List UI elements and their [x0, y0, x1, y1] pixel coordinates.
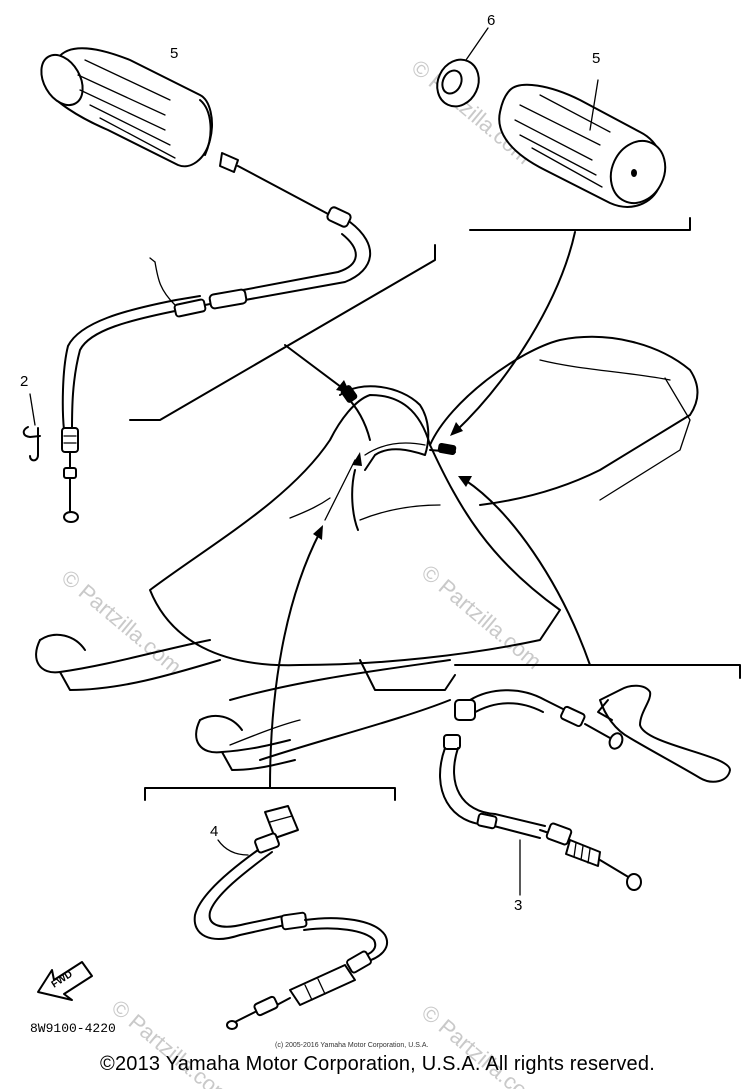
- callout-choke-cable: 4: [210, 823, 218, 840]
- watermark-left: © Partzilla.com: [57, 565, 187, 679]
- callout-cap: 6: [487, 12, 495, 29]
- right-grip-assembly: [436, 27, 667, 208]
- left-grip-assembly: [40, 47, 371, 523]
- callout-brake-cable: 3: [514, 897, 522, 914]
- leader-lines: [129, 217, 741, 801]
- small-copyright: (c) 2005-2016 Yamaha Motor Corporation, …: [275, 1042, 428, 1049]
- fwd-arrow: FWD: [37, 961, 93, 1001]
- snowmobile-outline: [35, 335, 699, 771]
- callout-numbers: 5 6 5 2 4 3: [20, 12, 600, 914]
- brake-cable-assembly: [439, 684, 731, 896]
- choke-cable-assembly: [193, 805, 388, 1030]
- callout-clip: 2: [20, 373, 28, 390]
- diagram-part-code: 8W9100-4220: [30, 1021, 116, 1036]
- clip-part: [22, 393, 41, 462]
- callout-left-grip: 5: [170, 45, 178, 62]
- callout-right-grip: 5: [592, 50, 600, 67]
- footer-copyright: ©2013 Yamaha Motor Corporation, U.S.A. A…: [100, 1053, 655, 1075]
